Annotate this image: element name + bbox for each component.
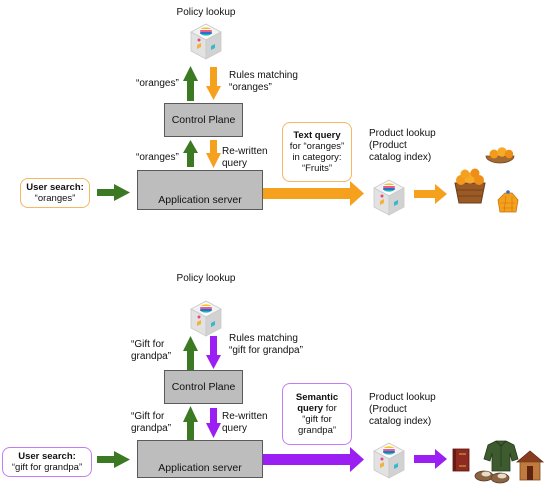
bottom-query-to-policy-arrow: [183, 336, 198, 371]
policy-lookup-cube-icon: [190, 300, 222, 337]
top-query-to-policy-label: “oranges”: [136, 78, 179, 89]
bottom-rewritten-arrow: [206, 408, 221, 438]
top-query-to-product-arrow: [263, 181, 364, 206]
bottom-application-server-box: Application server: [137, 440, 263, 478]
bottom-user-search-value: “gift for grandpa”: [11, 462, 83, 473]
top-control-plane-box: Control Plane: [164, 103, 243, 137]
bottom-query-to-control-arrow: [183, 406, 198, 443]
product-lookup-cube-icon: [373, 442, 405, 479]
bottom-rules-arrow: [206, 336, 221, 369]
bottom-control-plane-label: Control Plane: [171, 381, 236, 393]
bottom-rules-matching-label: Rules matching“gift for grandpa”: [229, 333, 303, 356]
top-rewritten-arrow: [206, 140, 221, 168]
policy-lookup-cube-icon: [190, 23, 222, 60]
top-text-query-box: Text query for “oranges” in category: “F…: [282, 122, 352, 182]
book-icon: [452, 448, 470, 472]
bottom-application-server-label: Application server: [158, 462, 242, 474]
orange-net-bag-icon: [497, 190, 519, 213]
top-policy-lookup-label: Policy lookup: [176, 7, 236, 18]
top-rules-arrow: [206, 67, 221, 100]
bottom-semantic-query-box: Semantic query for “gift for grandpa”: [282, 383, 352, 445]
top-user-search-label: User search:: [26, 182, 84, 193]
bottom-semantic-query-title: Semantic: [295, 392, 339, 403]
top-control-plane-label: Control Plane: [171, 114, 236, 126]
slippers-icon: [474, 470, 510, 484]
top-query-to-control-arrow: [183, 140, 198, 167]
top-user-search-value: “oranges”: [34, 193, 76, 204]
top-results-arrow: [414, 184, 447, 204]
orange-bowl-icon: [485, 147, 515, 164]
top-application-server-label: Application server: [158, 194, 242, 206]
oranges-basket-icon: [454, 168, 486, 204]
top-query-to-policy-arrow: [183, 66, 198, 101]
top-application-server-box: Application server: [137, 170, 263, 210]
top-user-search-box: User search: “oranges”: [20, 178, 90, 208]
bottom-query-to-product-arrow: [263, 447, 364, 472]
bottom-control-plane-box: Control Plane: [164, 370, 243, 404]
bottom-user-search-label: User search:: [18, 451, 76, 462]
birdhouse-icon: [515, 450, 545, 481]
bottom-user-search-box: User search: “gift for grandpa”: [2, 447, 92, 477]
sweater-icon: [483, 440, 519, 472]
bottom-policy-lookup-label: Policy lookup: [176, 273, 236, 284]
product-lookup-cube-icon: [373, 179, 405, 216]
top-rules-matching-label: Rules matching“oranges”: [229, 70, 298, 93]
top-query-to-control-label: “oranges”: [136, 152, 179, 163]
top-text-query-title: Text query: [293, 130, 341, 141]
bottom-user-search-arrow: [97, 451, 130, 468]
bottom-results-arrow: [414, 449, 447, 469]
top-user-search-arrow: [97, 184, 130, 201]
